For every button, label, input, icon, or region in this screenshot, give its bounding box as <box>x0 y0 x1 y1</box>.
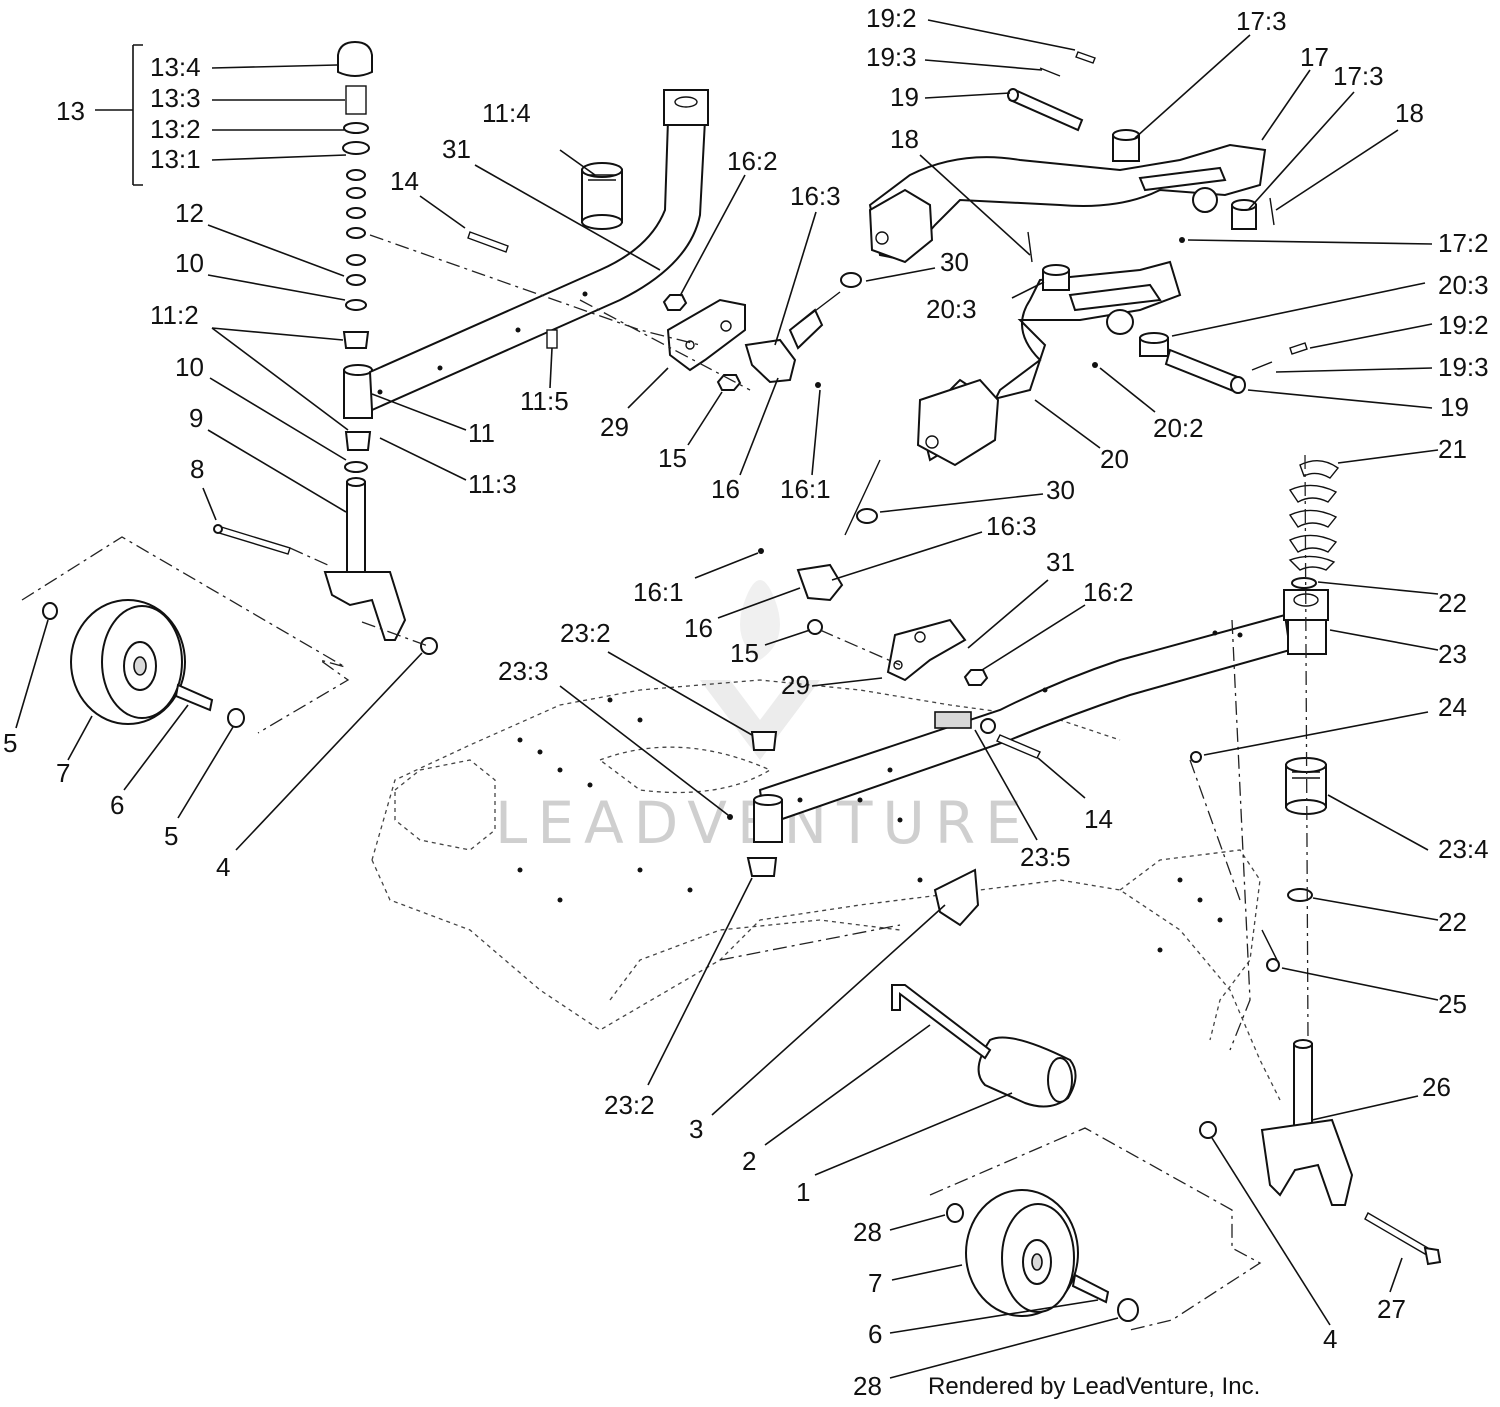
callout-label: 14 <box>390 166 419 196</box>
callout-label: 6 <box>110 790 124 820</box>
callout-label: 31 <box>442 134 471 164</box>
leader-lines <box>15 19 1439 1379</box>
callout-label: 23:2 <box>604 1090 655 1120</box>
callout-label: 24 <box>1438 692 1467 722</box>
callout-label: 26 <box>1422 1072 1451 1102</box>
left-caster-assembly <box>21 40 438 734</box>
callout-label: 16 <box>684 613 713 643</box>
callout-label: 17:3 <box>1236 6 1287 36</box>
mower-deck-outline <box>371 679 1281 1101</box>
callout-label: 16:2 <box>1083 577 1134 607</box>
callout-label: 20:3 <box>1438 270 1489 300</box>
lower-link-arm <box>844 260 1308 536</box>
callout-label: 23:2 <box>560 618 611 648</box>
callout-label: 5 <box>164 821 178 851</box>
callout-label: 23:3 <box>498 656 549 686</box>
callout-label: 21 <box>1438 434 1467 464</box>
callout-label: 16:1 <box>780 474 831 504</box>
callout-label: 16:3 <box>790 181 841 211</box>
callout-label: 7 <box>868 1268 882 1298</box>
render-credit: Rendered by LeadVenture, Inc. <box>928 1373 1260 1400</box>
callout-label: 12 <box>175 198 204 228</box>
callout-label: 1 <box>796 1177 810 1207</box>
callout-label: 4 <box>1323 1324 1337 1354</box>
callout-label: 7 <box>56 758 70 788</box>
callout-label: 11:2 <box>150 300 199 330</box>
callout-label: 17:3 <box>1333 61 1384 91</box>
callout-label: 23 <box>1438 639 1467 669</box>
callout-label: 19:2 <box>866 3 917 33</box>
callout-label: 30 <box>1046 475 1075 505</box>
left-lift-arm <box>368 89 824 412</box>
upper-link-arm <box>789 51 1275 331</box>
callout-label: 20:2 <box>1153 413 1204 443</box>
callout-label: 29 <box>781 670 810 700</box>
callout-label: 19:3 <box>866 42 917 72</box>
callout-label: 13:1 <box>150 144 201 174</box>
right-caster-assembly <box>929 454 1442 1331</box>
callout-label: 15 <box>658 443 687 473</box>
callout-label: 8 <box>190 454 204 484</box>
callout-label: 11:4 <box>482 98 531 128</box>
callout-label: 13:3 <box>150 83 201 113</box>
callout-label: 10 <box>175 352 204 382</box>
callout-label: 14 <box>1084 804 1113 834</box>
callout-label: 11 <box>468 418 495 448</box>
callout-label: 27 <box>1377 1294 1406 1324</box>
callout-label: 25 <box>1438 989 1467 1019</box>
callout-label: 13:2 <box>150 114 201 144</box>
callout-label: 31 <box>1046 547 1075 577</box>
callout-label: 19 <box>890 82 919 112</box>
callout-label: 20 <box>1100 444 1129 474</box>
callout-label: 13:4 <box>150 52 201 82</box>
callout-label: 29 <box>600 412 629 442</box>
callout-label: 6 <box>868 1319 882 1349</box>
callout-label: 22 <box>1438 907 1467 937</box>
callout-label: 4 <box>216 852 230 882</box>
callout-labels: 13 13:4 13:3 13:2 13:1 12 10 11:2 10 9 8… <box>3 3 1489 1401</box>
callout-label: 19 <box>1440 392 1469 422</box>
callout-label: 22 <box>1438 588 1467 618</box>
callout-label: 23:4 <box>1438 834 1489 864</box>
callout-label: 2 <box>742 1146 756 1176</box>
callout-label: 18 <box>1395 98 1424 128</box>
callout-label: 19:2 <box>1438 310 1489 340</box>
callout-label: 10 <box>175 248 204 278</box>
callout-label: 11:3 <box>468 469 517 499</box>
right-lift-arm <box>727 548 1329 877</box>
callout-label: 15 <box>730 638 759 668</box>
callout-label: 13 <box>56 96 85 126</box>
callout-label: 3 <box>689 1114 703 1144</box>
callout-label: 9 <box>189 403 203 433</box>
callout-label: 18 <box>890 124 919 154</box>
callout-label: 16:3 <box>986 511 1037 541</box>
watermark-logo <box>700 580 820 760</box>
callout-label: 20:3 <box>926 294 977 324</box>
callout-label: 19:3 <box>1438 352 1489 382</box>
callout-label: 11:5 <box>520 386 569 416</box>
callout-label: 17:2 <box>1438 228 1489 258</box>
callout-label: 28 <box>853 1371 882 1401</box>
callout-label: 5 <box>3 728 17 758</box>
roller-assembly <box>719 868 1077 1108</box>
callout-label: 23:5 <box>1020 842 1071 872</box>
callout-label: 17 <box>1300 42 1329 72</box>
callout-label: 16 <box>711 474 740 504</box>
callout-label: 30 <box>940 247 969 277</box>
callout-label: 16:1 <box>633 577 684 607</box>
callout-label: 28 <box>853 1217 882 1247</box>
callout-label: 16:2 <box>727 146 778 176</box>
